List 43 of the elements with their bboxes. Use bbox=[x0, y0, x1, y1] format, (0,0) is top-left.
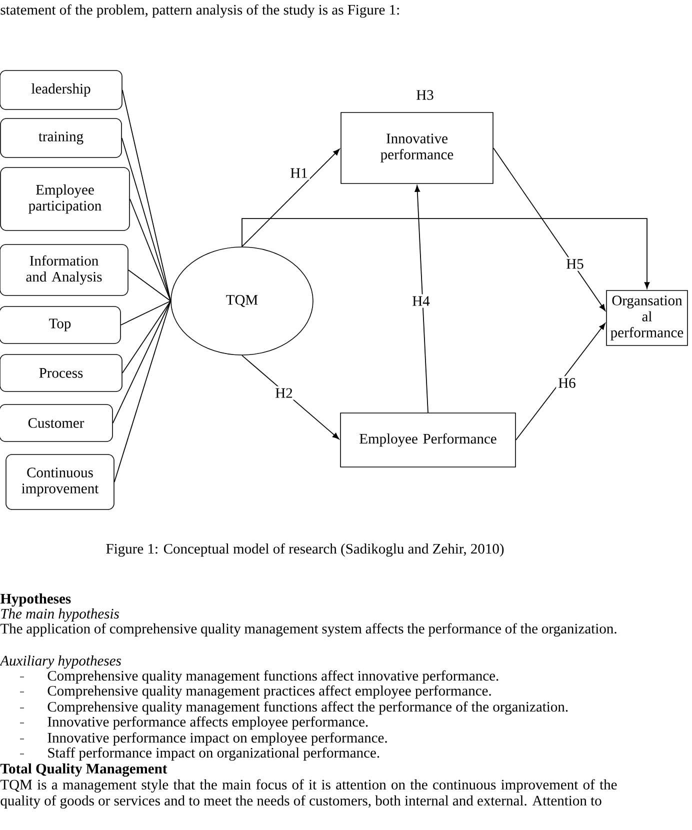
arrow bbox=[242, 354, 340, 440]
paragraph: TQM is a management style that the main focus of it is attention on the continuous improvement of the quality of goods or services and to meet the needs of customers, both internal and external. Attention to bbox=[0, 779, 617, 809]
line bbox=[112, 300, 172, 424]
rounded-box: Process bbox=[0, 354, 122, 392]
paragraph: The application of comprehensive quality management system affects the performance of the organization. bbox=[0, 623, 616, 637]
edge-label: H2 bbox=[276, 388, 292, 398]
edge-label: H1 bbox=[290, 168, 307, 178]
arrow bbox=[492, 148, 606, 311]
edge-label: H4 bbox=[412, 296, 430, 306]
rounded-box: Top bbox=[0, 306, 121, 344]
list-item: Comprehensive quality management practices affect employee performance. bbox=[48, 685, 491, 699]
line bbox=[129, 198, 172, 302]
rounded-box: Employee participation bbox=[0, 167, 130, 231]
rounded-box: Continuous improvement bbox=[6, 454, 114, 510]
arrow bbox=[515, 323, 606, 440]
list-item: Comprehensive quality management functions affect the performance of the organization. bbox=[48, 701, 568, 715]
rounded-box: leadership bbox=[0, 70, 122, 110]
rounded-box: Information and Analysis bbox=[0, 244, 128, 296]
line bbox=[121, 138, 172, 302]
heading: Hypotheses bbox=[0, 593, 71, 607]
line bbox=[120, 300, 172, 326]
arrow bbox=[242, 218, 650, 289]
rounded-box: training bbox=[0, 118, 122, 158]
heading: Total Quality Management bbox=[0, 763, 168, 777]
rectangle-box: Employee Performance bbox=[340, 412, 516, 468]
list-item: Comprehensive quality management functions affect innovative performance. bbox=[48, 670, 498, 684]
subheading: The main hypothesis bbox=[1, 608, 119, 622]
line bbox=[122, 90, 172, 302]
line bbox=[114, 300, 172, 482]
line bbox=[122, 300, 172, 374]
caption: Figure 1: Conceptual model of research (Sadikoglu and Zehir, 2010) bbox=[106, 543, 504, 557]
arrow bbox=[414, 185, 428, 414]
arrow bbox=[242, 148, 340, 248]
rounded-box: Customer bbox=[0, 404, 113, 442]
text-line: statement of the problem, pattern analysis of the study is as Figure 1: bbox=[0, 4, 399, 18]
list-item: Innovative performance affects employee performance. bbox=[48, 716, 368, 730]
line bbox=[128, 270, 172, 302]
rectangle-box: Organsation al performance bbox=[606, 290, 688, 346]
edge-label: H5 bbox=[566, 259, 584, 269]
list-item: Staff performance impact on organizational performance. bbox=[48, 747, 380, 761]
rectangle-box: Innovative performance bbox=[340, 112, 494, 184]
list-item: Innovative performance impact on employee performance. bbox=[48, 732, 387, 746]
edge-label: H6 bbox=[558, 378, 576, 388]
